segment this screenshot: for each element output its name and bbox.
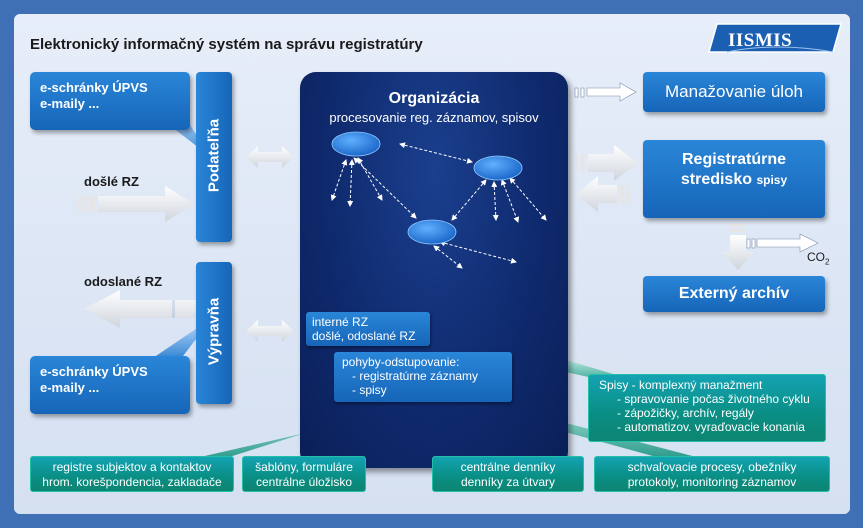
inbox-bottom-text: e-schránky ÚPVS e-maily ... <box>40 364 148 395</box>
spisy-item-2: - zápožičky, archív, regály <box>617 406 754 420</box>
node-2 <box>473 155 523 181</box>
outgoing-rz-label: odoslané RZ <box>84 274 163 289</box>
bottom-box-templates: šablóny, formuláre centrálne úložisko <box>242 456 366 492</box>
organization-title: Organizácia <box>388 90 480 107</box>
node-3 <box>407 219 457 245</box>
outgoing-rz-arrow <box>84 290 196 328</box>
registry-out-arrow <box>576 176 629 212</box>
incoming-rz-label: došlé RZ <box>84 174 139 189</box>
inbox-bottom: e-schránky ÚPVS e-maily ... <box>30 356 190 414</box>
records-box: interné RZ došlé, odoslané RZ <box>306 312 430 346</box>
registry-center-small: spisy <box>756 173 788 187</box>
task-arrow <box>574 82 637 102</box>
task-management-box: Manažovanie úloh <box>643 72 825 112</box>
edge-1-out-c <box>357 157 383 201</box>
node-1 <box>331 131 381 157</box>
co2-label: CO2 <box>807 250 829 266</box>
co2-arrow <box>746 233 819 253</box>
iismis-logo <box>708 23 842 53</box>
registry-center-box: Registratúrne stredisko spisy <box>643 140 825 218</box>
spisy-item-1: - spravovanie počas životného cyklu <box>617 392 810 406</box>
registry-center-line2-wrap: stredisko spisy <box>643 170 825 190</box>
inbox-top-text: e-schránky ÚPVS e-maily ... <box>40 80 148 111</box>
inbox-top: e-schránky ÚPVS e-maily ... <box>30 72 190 130</box>
podatelna-bar <box>196 72 232 242</box>
edge-1-3 <box>353 157 417 219</box>
archive-down-arrow <box>722 224 754 270</box>
edge-2-out-c <box>509 177 547 221</box>
edge-1-out-a <box>330 159 348 201</box>
co2-text: CO <box>807 250 825 264</box>
spisy-title: Spisy - komplexný manažment <box>599 378 763 392</box>
edge-2-out-b <box>500 179 520 223</box>
vypravna-bar <box>196 262 232 404</box>
edge-2-out-a <box>491 181 499 221</box>
logo-text: IISMIS <box>728 30 793 51</box>
spisy-item-3: - automatizov. vyraďovacie konania <box>617 420 805 434</box>
edge-3-out-b <box>439 240 517 264</box>
edge-3-out-a <box>433 245 463 269</box>
podatelna-org-arrow <box>246 146 294 168</box>
vypravna-org-arrow <box>246 320 294 342</box>
page-title: Elektronický informačný systém na správu… <box>30 36 423 53</box>
organization-subtitle: procesovanie reg. záznamov, spisov <box>329 110 539 125</box>
edge-1-out-b <box>347 159 355 207</box>
edge-1-2 <box>399 142 473 164</box>
incoming-rz-arrow <box>78 186 194 222</box>
registry-center-line2: stredisko <box>680 171 752 188</box>
edge-2-3 <box>451 179 487 221</box>
bottom-box-processes: schvaľovacie procesy, obežníky protokoly… <box>594 456 830 492</box>
co2-subscript: 2 <box>825 257 830 267</box>
registry-in-arrow <box>575 145 638 181</box>
bottom-box-journals: centrálne denníky denníky za útvary <box>432 456 584 492</box>
spisy-box: Spisy - komplexný manažment - spravovani… <box>588 374 826 442</box>
external-archive-box: Externý archív <box>643 276 825 312</box>
bottom-box-registers: registre subjektov a kontaktov hrom. kor… <box>30 456 234 492</box>
movements-box: pohyby-odstupovanie: - registratúrne záz… <box>334 352 512 402</box>
registry-center-line1: Registratúrne <box>681 151 787 168</box>
